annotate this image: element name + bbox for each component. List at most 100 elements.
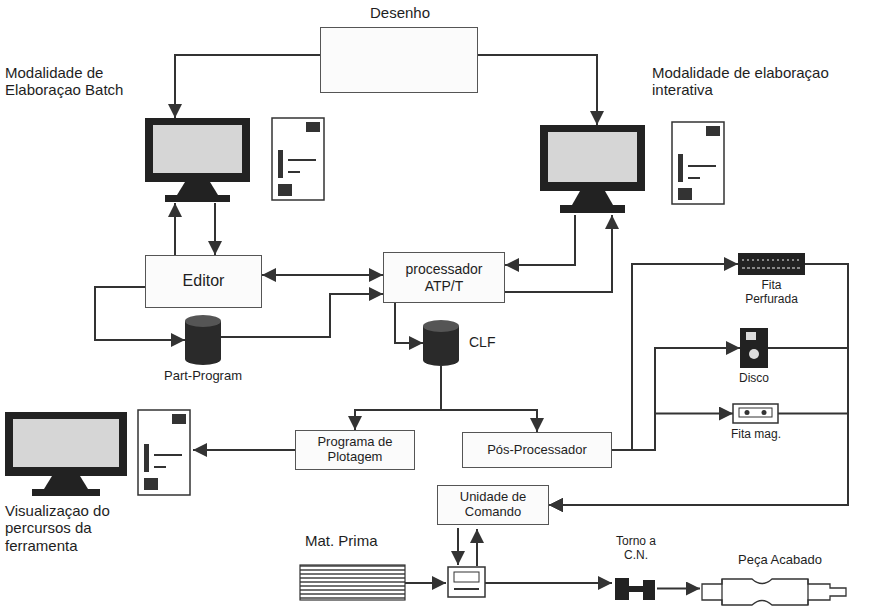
- drawing-stroke: [738, 253, 805, 275]
- drawing-stroke: [548, 132, 637, 182]
- drawing-stroke: [172, 414, 186, 424]
- process-box: Editor: [145, 255, 262, 308]
- drawing-stroke: [185, 315, 221, 327]
- drawing-stroke: [688, 177, 700, 179]
- part-node: Peça Acabado: [700, 575, 848, 607]
- drawing-stroke: [746, 332, 756, 340]
- process-box: Programa de Plotagem: [295, 430, 415, 470]
- node-label: Torno a C.N.: [611, 535, 661, 563]
- monitor-icon: [540, 125, 645, 213]
- tape-cassette-icon: [733, 404, 778, 423]
- punched-tape-icon: [738, 253, 805, 275]
- process-box: Pós-Processador: [462, 432, 612, 468]
- drawing-panel: Desenho: [320, 27, 478, 93]
- drawing-stroke: [454, 572, 479, 582]
- drawing-stroke: [177, 182, 218, 195]
- storage-cylinder: [185, 315, 221, 365]
- drawing-stroke: [762, 410, 767, 415]
- drawing-stroke: [153, 125, 242, 173]
- node-label: Desenho: [321, 4, 479, 21]
- drawing-stroke: [278, 150, 283, 178]
- flow-connector: [612, 348, 740, 450]
- drawing-stroke: [145, 118, 250, 182]
- drawing-stroke: [742, 267, 801, 269]
- node-label: Disco: [724, 372, 784, 386]
- monitor-node: Modalidade de Elaboraçao Batch: [145, 118, 250, 203]
- flow-connector: [174, 203, 176, 255]
- flow-connector: [441, 366, 537, 432]
- drawing-stroke: [144, 444, 149, 472]
- drawing-stroke: [485, 582, 612, 584]
- drawing-stroke: [272, 118, 324, 200]
- drawing-stroke: [185, 321, 221, 365]
- drawing-stroke: [629, 586, 643, 592]
- document-icon: [272, 118, 324, 200]
- drawing-stroke: [643, 580, 655, 600]
- flow-connector: [657, 588, 700, 590]
- drawing-stroke: [144, 478, 158, 490]
- material-node: Mat. Prima: [300, 565, 405, 600]
- drawing-stroke: [742, 259, 801, 261]
- flow-connector: [505, 215, 612, 292]
- node-label: Fita mag.: [721, 428, 791, 442]
- drawing-stroke: [138, 410, 190, 495]
- drawing-stroke: [745, 410, 750, 415]
- flow-connector: [612, 414, 733, 451]
- drawing-stroke: [278, 184, 292, 196]
- drawing-stroke: [688, 165, 716, 167]
- drawing-stroke: [44, 476, 88, 489]
- raw-material-block: [300, 565, 405, 600]
- node-label: Part-Program: [153, 369, 253, 384]
- flow-arrow: [405, 528, 612, 583]
- flow-connector: [175, 55, 320, 118]
- storage-node: CLF: [423, 320, 459, 366]
- storage-cylinder: [423, 320, 459, 366]
- node-label: Mat. Prima: [305, 532, 405, 549]
- media-node: Fita Perfurada: [738, 253, 805, 275]
- node-label: Peça Acabado: [720, 553, 840, 568]
- process-box: processador ATP/T: [383, 252, 505, 303]
- drawing-stroke: [572, 191, 613, 205]
- drawing-stroke: [154, 454, 182, 456]
- drawing-stroke: [454, 588, 479, 590]
- flow-connector: [505, 215, 575, 265]
- drawing-stroke: [32, 489, 100, 496]
- drawing-stroke: [288, 159, 316, 161]
- drawing-stroke: [476, 529, 478, 566]
- drawing-stroke: [678, 154, 683, 182]
- document-icon: [138, 410, 190, 495]
- drawing-stroke: [560, 205, 625, 213]
- box-label: Pós-Processador: [487, 443, 587, 458]
- storage-node: Part-Program: [185, 315, 221, 365]
- flow-connector: [395, 303, 423, 343]
- drawing-stroke: [300, 565, 405, 600]
- drawing-stroke: [749, 349, 759, 359]
- drawing-stroke: [288, 171, 300, 173]
- disk-icon: [740, 328, 768, 368]
- flow-connector: [478, 55, 597, 125]
- node-label: Fita Perfurada: [738, 279, 805, 307]
- drawing-stroke: [165, 195, 230, 202]
- drawing-stroke: [540, 125, 645, 191]
- node-label: Modalidade de Elaboraçao Batch: [5, 64, 155, 99]
- drawing-stroke: [740, 328, 768, 368]
- node-label: Visualizaçao do percursos da ferramenta: [5, 502, 165, 554]
- box-label: Programa de Plotagem: [302, 435, 408, 465]
- flow-connector: [549, 264, 848, 505]
- drawing-stroke: [423, 320, 459, 332]
- drawing-stroke: [405, 582, 446, 584]
- drawing-stroke: [706, 126, 720, 136]
- drawing-stroke: [721, 579, 722, 605]
- flow-connector: [193, 449, 295, 451]
- drawing-stroke: [678, 188, 692, 200]
- node-label: CLF: [469, 334, 509, 350]
- finished-part: [702, 579, 846, 605]
- monitor-node: Visualizaçao do percursos da ferramenta: [5, 410, 193, 498]
- drawing-stroke: [457, 528, 459, 565]
- flow-connector: [355, 366, 441, 430]
- drawing-stroke: [154, 466, 166, 468]
- monitor-icon: [5, 412, 127, 496]
- lathe-icon: [615, 578, 655, 600]
- machine-box: [448, 567, 485, 597]
- drawing-stroke: [739, 408, 772, 417]
